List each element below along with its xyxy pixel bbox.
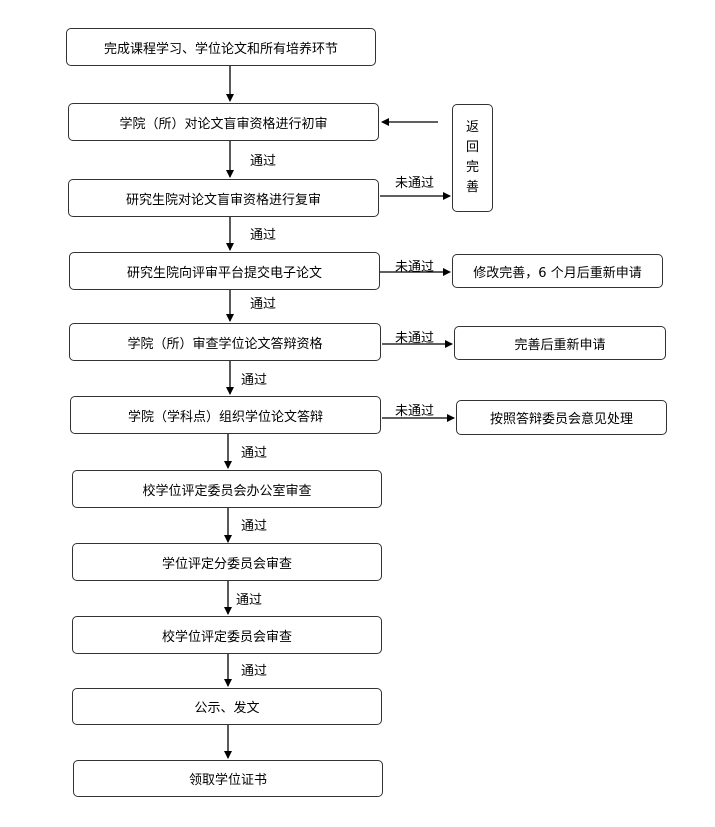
return-char: 完	[465, 160, 479, 175]
pass-label: 通过	[250, 154, 277, 169]
side-text: 修改完善，6 个月后重新申请	[473, 265, 642, 281]
step-text: 校学位评定委员会办公室审查	[142, 483, 312, 499]
step-text: 领取学位证书	[188, 773, 267, 788]
return-char: 返	[465, 120, 479, 135]
fail-label: 未通过	[395, 331, 435, 346]
step-text: 学院（学科点）组织学位论文答辩	[127, 409, 323, 425]
fail-label: 未通过	[395, 176, 435, 191]
pass-label: 通过	[241, 664, 268, 679]
side-improve-reapply: 完善后重新申请	[454, 326, 666, 360]
step-text: 学院（所）审查学位论文答辩资格	[127, 336, 323, 352]
step-committee-review: 校学位评定委员会审查	[72, 616, 382, 654]
pass-label: 通过	[241, 373, 268, 388]
step-text: 完成课程学习、学位论文和所有培养环节	[103, 41, 338, 57]
return-char: 回	[465, 140, 479, 155]
step-text: 学位评定分委员会审查	[161, 556, 292, 572]
step-text: 学院（所）对论文盲审资格进行初审	[119, 116, 328, 132]
step-submit-electronic-thesis: 研究生院向评审平台提交电子论文	[69, 252, 380, 290]
step-college-initial-review: 学院（所）对论文盲审资格进行初审	[68, 103, 379, 141]
fail-label: 未通过	[395, 404, 435, 419]
step-text: 研究生院向评审平台提交电子论文	[126, 265, 322, 281]
side-revise-reapply-6-months: 修改完善，6 个月后重新申请	[452, 254, 663, 288]
step-text: 校学位评定委员会审查	[161, 629, 292, 645]
step-text: 公示、发文	[194, 701, 260, 716]
step-committee-office-review: 校学位评定委员会办公室审查	[72, 470, 382, 508]
pass-label: 通过	[236, 593, 263, 608]
fail-label: 未通过	[395, 260, 435, 275]
step-organize-defense: 学院（学科点）组织学位论文答辩	[70, 396, 381, 434]
side-return-improve: 返 回 完 善	[452, 104, 493, 212]
side-text: 按照答辩委员会意见处理	[489, 412, 633, 427]
pass-label: 通过	[241, 446, 268, 461]
return-char: 善	[465, 180, 479, 195]
pass-label: 通过	[250, 228, 277, 243]
step-complete-coursework: 完成课程学习、学位论文和所有培养环节	[66, 28, 376, 66]
step-graduate-school-recheck: 研究生院对论文盲审资格进行复审	[68, 179, 379, 217]
step-publicity-issue: 公示、发文	[72, 688, 382, 725]
step-defense-qualification-review: 学院（所）审查学位论文答辩资格	[69, 323, 381, 361]
step-receive-certificate: 领取学位证书	[73, 760, 383, 797]
side-text: 完善后重新申请	[514, 337, 606, 353]
side-handle-per-committee: 按照答辩委员会意见处理	[456, 400, 667, 435]
pass-label: 通过	[250, 297, 277, 312]
step-subcommittee-review: 学位评定分委员会审查	[72, 543, 382, 581]
pass-label: 通过	[241, 519, 268, 534]
step-text: 研究生院对论文盲审资格进行复审	[125, 192, 321, 208]
